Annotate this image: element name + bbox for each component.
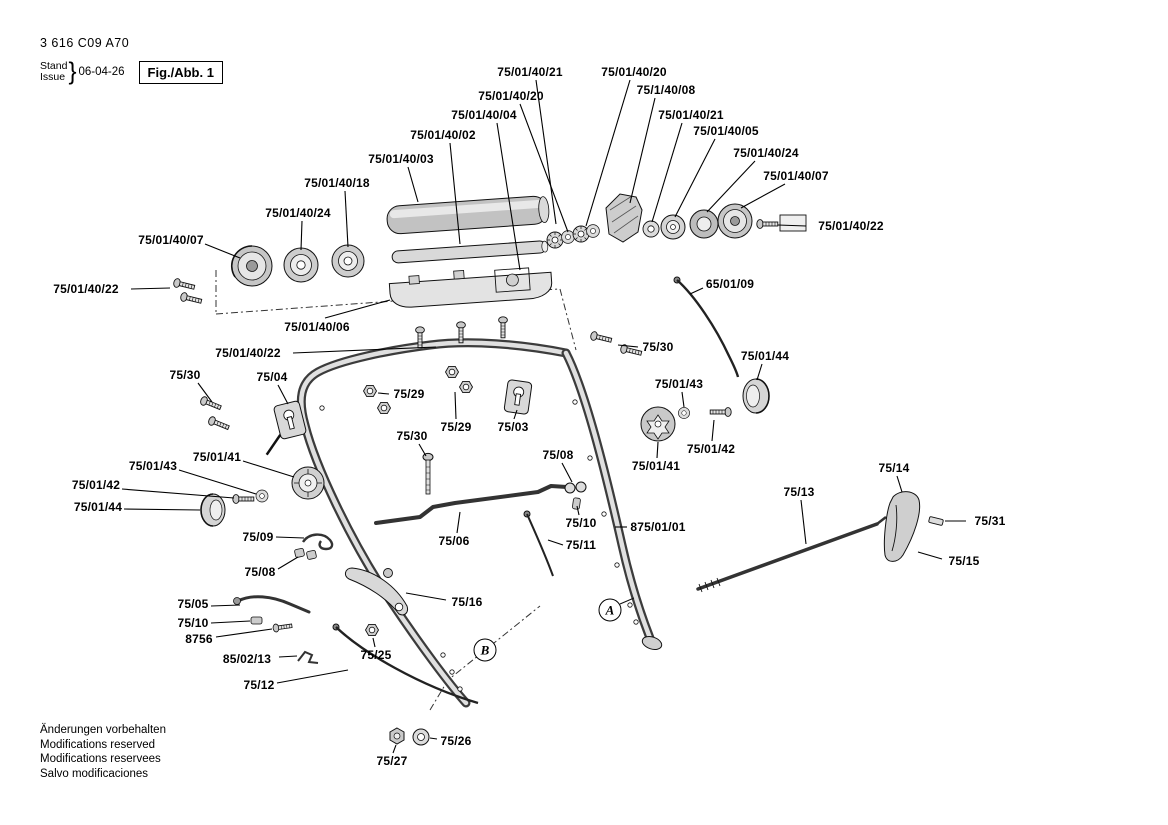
- end-cup-left: [230, 245, 273, 287]
- part-label: 75/06: [438, 534, 470, 548]
- part-label: 75/30: [396, 429, 428, 443]
- part-label: 75/03: [497, 420, 529, 434]
- part-label: 75/29: [440, 420, 472, 434]
- part-label: 75/29: [393, 387, 425, 401]
- footer-line-es: Salvo modificaciones: [40, 767, 149, 780]
- part-label: 75/16: [451, 595, 483, 609]
- part-label: 75/01/41: [192, 450, 242, 464]
- pull-rod: [696, 516, 887, 593]
- trigger-handle: [883, 491, 921, 562]
- part-label: 75/01/42: [71, 478, 121, 492]
- pin: [928, 516, 944, 526]
- part-label: 75/05: [177, 597, 209, 611]
- brace-glyph: }: [68, 57, 77, 86]
- marker-a-tick: [619, 597, 635, 605]
- part-label: 75/01/41: [631, 459, 681, 473]
- part-label: 75/01/44: [73, 500, 123, 514]
- footer-line-de: Änderungen vorbehalten: [40, 724, 166, 736]
- part-label: 75/01/42: [686, 442, 736, 456]
- part-label: 75/11: [565, 538, 597, 552]
- bottom-fasteners: [389, 727, 430, 746]
- footer-line-fr: Modifications reservees: [40, 753, 161, 765]
- part-label: 75/01/40/07: [763, 169, 829, 183]
- bracket-left: [265, 400, 307, 456]
- document-number: 3 616 C09 A70: [40, 36, 130, 50]
- handle-frame: [296, 338, 663, 708]
- stand-issue-block: Stand Issue } 06-04-26 Fig./Abb. 1: [40, 57, 223, 86]
- part-label: 75/01/40/04: [451, 108, 517, 122]
- part-label: 75/08: [542, 448, 574, 462]
- part-label: 85/02/13: [222, 652, 272, 666]
- reference-marker-b: B: [473, 638, 497, 662]
- part-label: 75/01/40/07: [138, 233, 204, 247]
- small-lever: [233, 595, 319, 664]
- part-label: 75/01/40/24: [265, 206, 331, 220]
- curved-lever: [344, 567, 408, 616]
- part-label: 75/01/40/24: [733, 146, 799, 160]
- issue-date: 06-04-26: [78, 66, 125, 78]
- part-label: 75/01/40/02: [410, 128, 476, 142]
- part-label: 75/01/44: [740, 349, 790, 363]
- part-label: 75/27: [376, 754, 408, 768]
- clamp-right: [564, 481, 587, 510]
- part-label: 75/1/40/08: [636, 83, 696, 97]
- part-label: 75/13: [783, 485, 815, 499]
- part-label: 8756: [185, 632, 213, 646]
- figure-label: Fig./Abb. 1: [138, 60, 223, 84]
- issue-label: Issue: [40, 71, 66, 83]
- part-label: 75/01/43: [128, 459, 178, 473]
- part-label: 75/01/40/21: [658, 108, 724, 122]
- part-label: 75/31: [974, 514, 1006, 528]
- stand-label: Stand: [40, 59, 68, 72]
- part-label: 75/25: [360, 648, 392, 662]
- long-screw: [422, 452, 434, 495]
- part-label: 75/01/40/21: [497, 65, 563, 79]
- part-label: 875/01/01: [630, 520, 686, 534]
- part-label: 75/15: [948, 554, 980, 568]
- part-label: 75/01/43: [654, 377, 704, 391]
- reference-marker-a: A: [598, 598, 622, 622]
- part-label: 75/01/40/06: [284, 320, 350, 334]
- part-label: 75/01/40/22: [53, 282, 119, 296]
- part-label: 75/01/40/22: [818, 219, 884, 233]
- part-label: 75/10: [565, 516, 597, 530]
- cup-washer-right: [742, 378, 770, 414]
- bushing-stack: [283, 244, 365, 283]
- cross-rod: [374, 484, 569, 525]
- part-label: 75/01/40/22: [215, 346, 281, 360]
- part-label: 75/01/40/05: [693, 124, 759, 138]
- roller-housing: [388, 267, 553, 308]
- part-label: 65/01/09: [705, 277, 755, 291]
- part-label: 75/14: [878, 461, 910, 475]
- part-label: 75/12: [243, 678, 275, 692]
- footer-line-en: Modifications reserved: [40, 738, 156, 751]
- pulley-left: [291, 466, 325, 500]
- cables: [332, 276, 740, 705]
- part-label: 75/10: [177, 616, 209, 630]
- part-label: 75/01/40/03: [368, 152, 434, 166]
- part-label: 75/01/40/20: [478, 89, 544, 103]
- footer: Änderungen vorbehalten Modifications res…: [40, 723, 166, 781]
- part-label: 75/08: [244, 565, 276, 579]
- part-label: 75/26: [440, 734, 472, 748]
- part-label: 75/01/40/18: [304, 176, 370, 190]
- part-label: 75/09: [242, 530, 274, 544]
- part-label: 75/01/40/20: [601, 65, 667, 79]
- spacer-sleeve: [779, 214, 807, 232]
- part-label: 75/30: [642, 340, 674, 354]
- header: 3 616 C09 A70 Stand Issue } 06-04-26 Fig…: [40, 36, 223, 86]
- spring-clip: [294, 533, 334, 560]
- part-label: 75/30: [169, 368, 201, 382]
- part-label: 75/04: [256, 370, 288, 384]
- clutch-right: [640, 406, 676, 442]
